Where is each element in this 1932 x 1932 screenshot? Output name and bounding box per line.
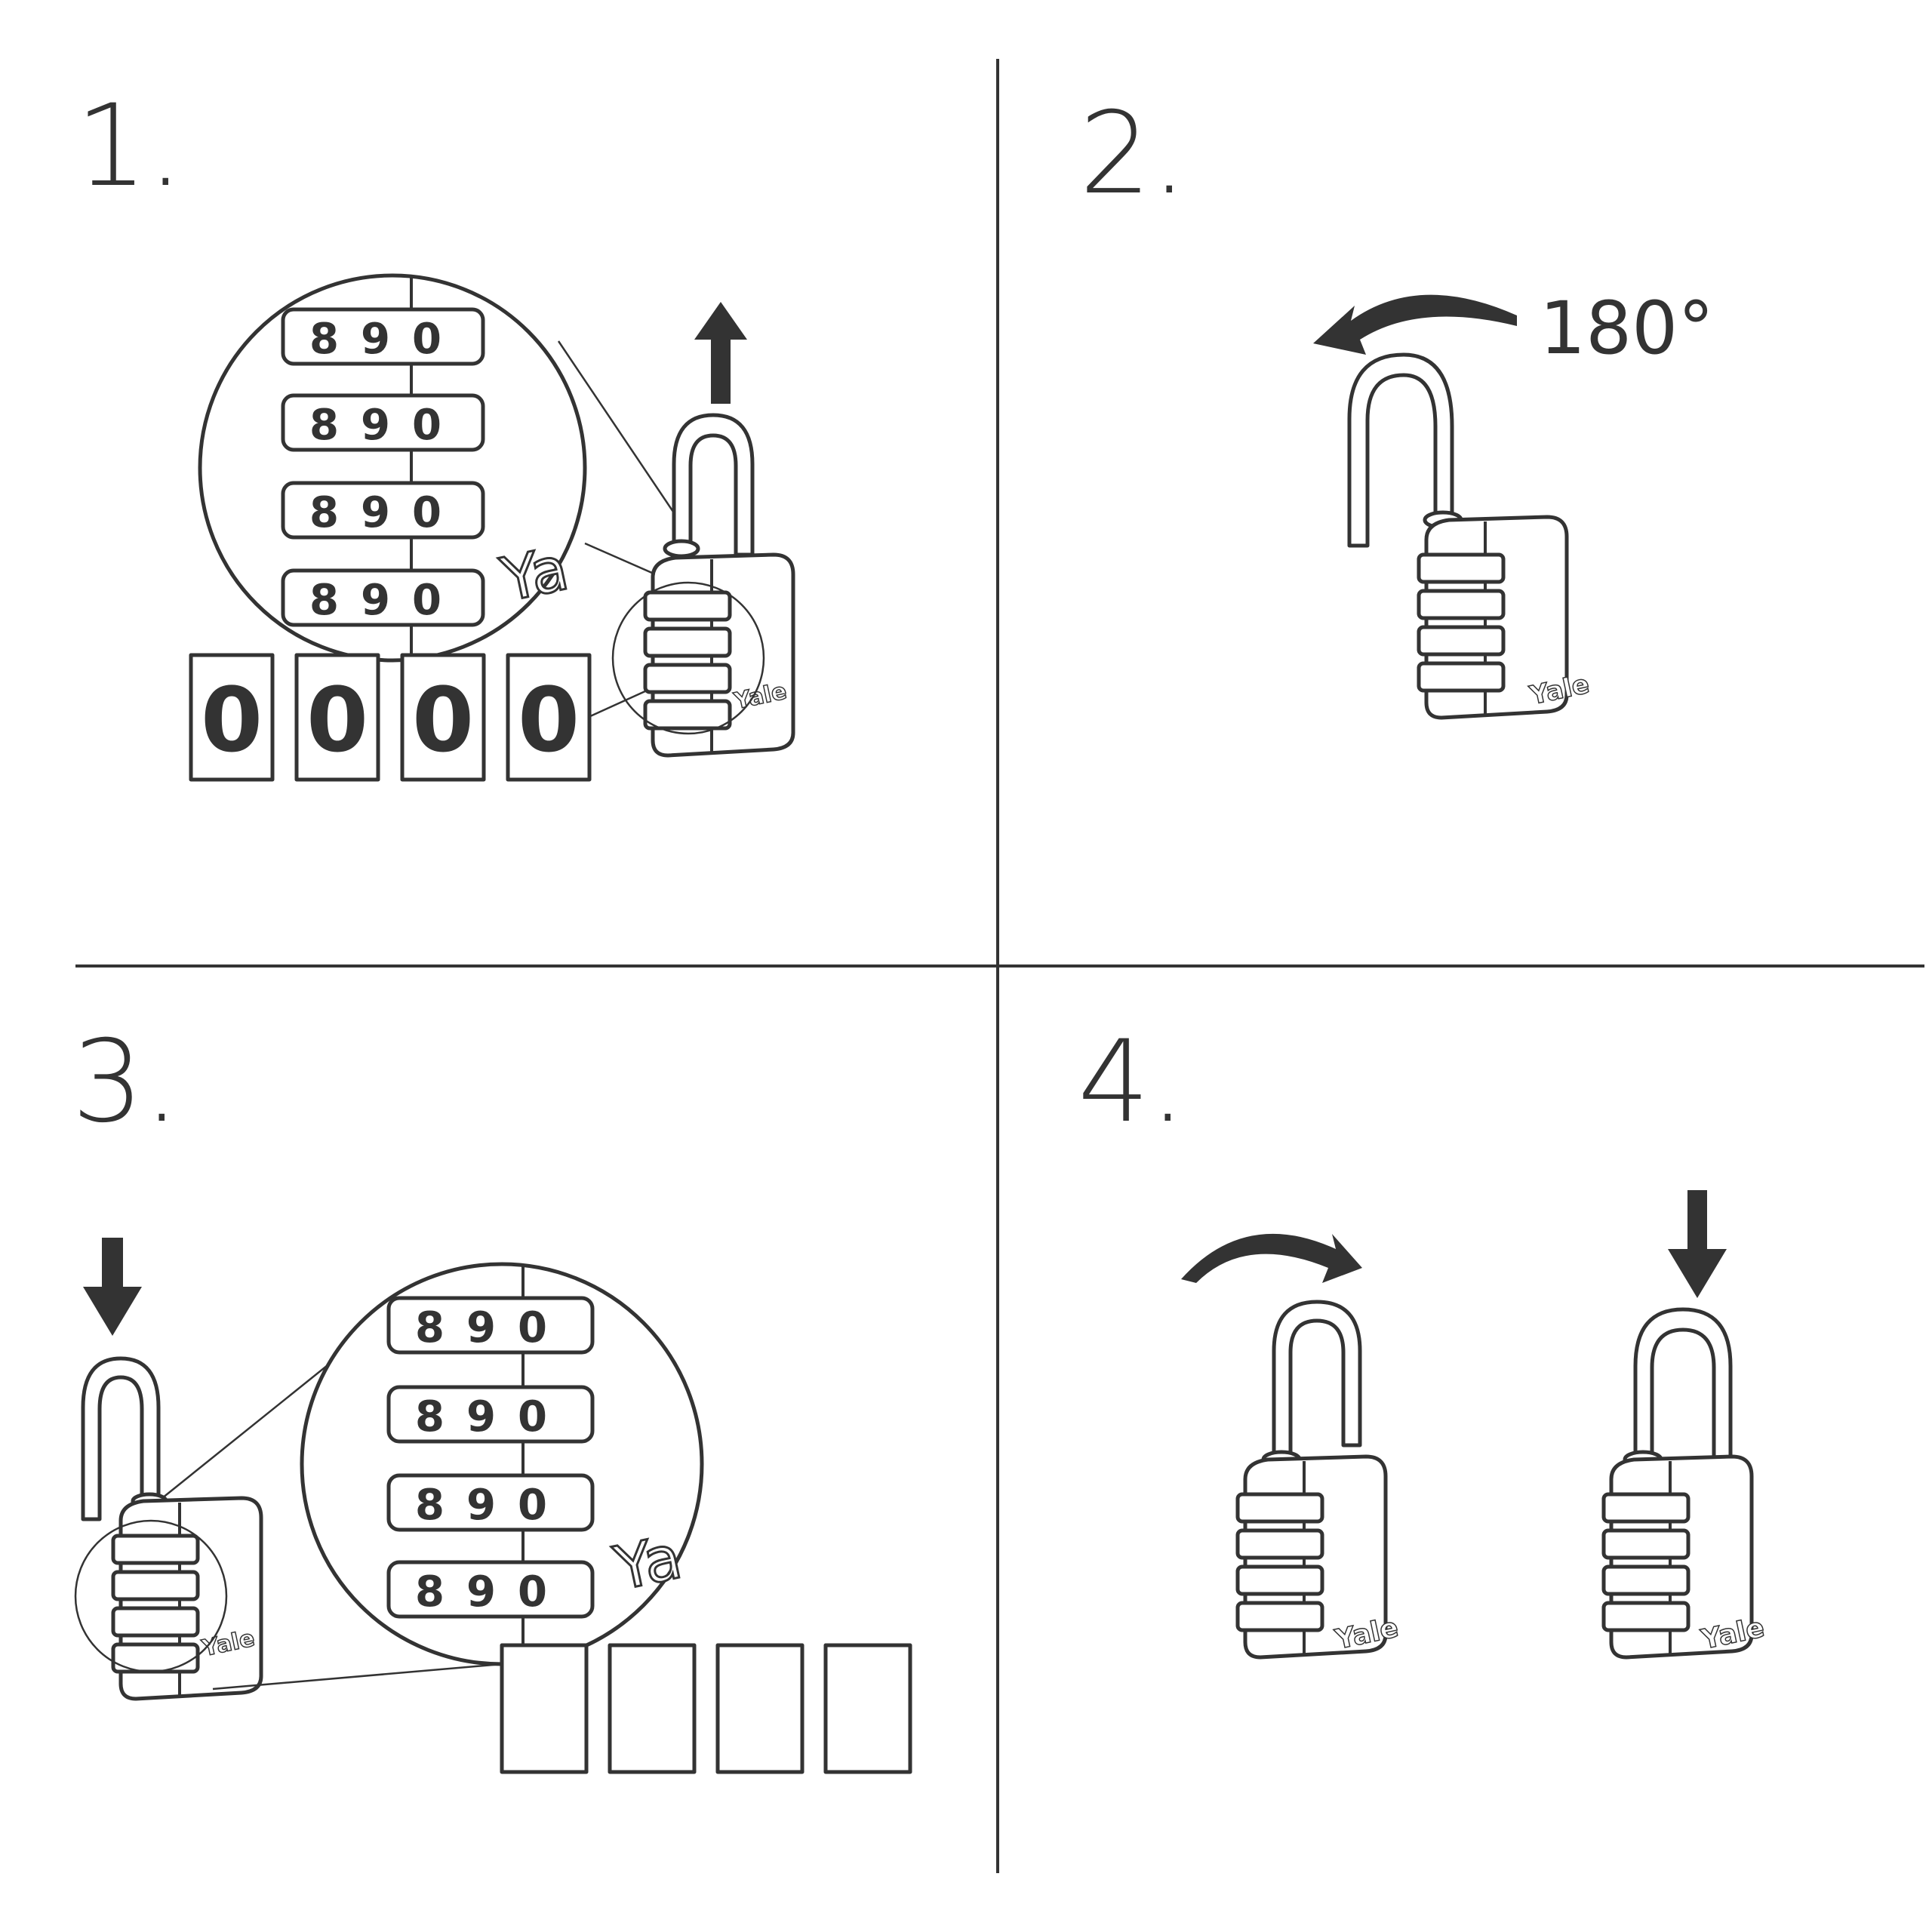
svg-text:0: 0 xyxy=(518,1481,547,1530)
svg-text:8: 8 xyxy=(415,1303,445,1352)
magnifier-circle-icon xyxy=(198,273,587,663)
svg-text:8: 8 xyxy=(309,315,339,364)
svg-text:0: 0 xyxy=(518,1567,547,1617)
step-4-panel: Yale Yale xyxy=(1181,1190,1767,1657)
padlock-open-icon: Yale xyxy=(1238,1300,1401,1657)
svg-text:8: 8 xyxy=(309,488,339,537)
arrow-down-icon xyxy=(1668,1190,1727,1298)
brand-logo-partial: Ya xyxy=(608,1521,688,1604)
code-display-empty xyxy=(500,1643,912,1774)
code-digit-4: 0 xyxy=(518,668,580,772)
brand-logo-partial: Ya xyxy=(495,533,574,615)
code-digit-3: 0 xyxy=(412,668,474,772)
svg-text:0: 0 xyxy=(412,576,441,625)
svg-text:0: 0 xyxy=(412,488,441,537)
code-digit-2: 0 xyxy=(306,668,368,772)
rotation-label: 180° xyxy=(1540,286,1714,371)
step-2-number: 2. xyxy=(1079,88,1187,220)
svg-text:0: 0 xyxy=(412,315,441,364)
svg-text:9: 9 xyxy=(361,576,390,625)
svg-text:9: 9 xyxy=(466,1481,496,1530)
svg-text:8: 8 xyxy=(309,401,339,450)
step-1-number: 1. xyxy=(75,81,183,212)
step-4-number: 4. xyxy=(1078,1017,1186,1148)
padlock-open-icon: Yale xyxy=(81,1356,261,1699)
svg-text:9: 9 xyxy=(361,401,390,450)
svg-text:9: 9 xyxy=(361,488,390,537)
rotate-counterclockwise-icon xyxy=(1313,294,1517,355)
svg-text:8: 8 xyxy=(415,1567,445,1617)
code-display-0000: 0 0 0 0 xyxy=(189,653,592,782)
arrow-up-icon xyxy=(694,302,747,404)
svg-text:9: 9 xyxy=(466,1303,496,1352)
svg-text:0: 0 xyxy=(518,1392,547,1441)
code-digit-1: 0 xyxy=(201,668,263,772)
svg-text:9: 9 xyxy=(466,1567,496,1617)
svg-text:8: 8 xyxy=(309,576,339,625)
rotate-clockwise-icon xyxy=(1181,1233,1362,1283)
svg-text:0: 0 xyxy=(412,401,441,450)
padlock-open-rotated-icon: Yale xyxy=(1347,352,1592,718)
svg-text:9: 9 xyxy=(361,315,390,364)
padlock-icon: Yale xyxy=(1604,1307,1767,1657)
step-2-panel: 180° Yale xyxy=(1313,286,1714,718)
step-3-number: 3. xyxy=(72,1017,180,1148)
arrow-down-icon xyxy=(83,1238,142,1336)
svg-text:0: 0 xyxy=(518,1303,547,1352)
svg-text:8: 8 xyxy=(415,1392,445,1441)
svg-text:9: 9 xyxy=(466,1392,496,1441)
svg-text:8: 8 xyxy=(415,1481,445,1530)
